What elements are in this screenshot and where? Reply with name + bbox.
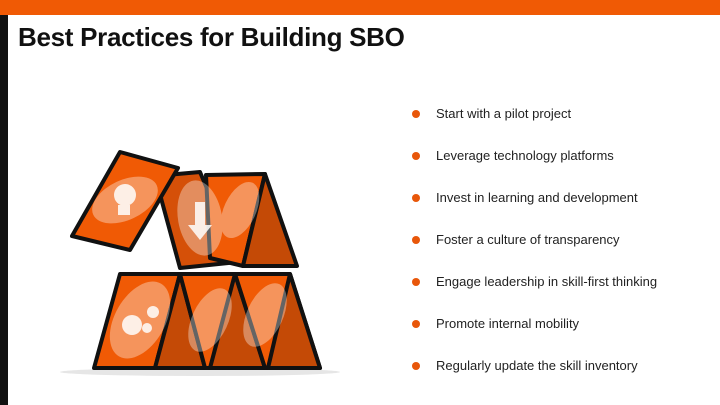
list-item: Foster a culture of transparency [408, 232, 657, 274]
bullet-icon [412, 236, 420, 244]
list-item: Start with a pilot project [408, 106, 657, 148]
bullet-icon [412, 362, 420, 370]
list-item: Invest in learning and development [408, 190, 657, 232]
left-accent-bar [0, 15, 8, 405]
list-item-text: Foster a culture of transparency [436, 232, 620, 247]
list-item-text: Start with a pilot project [436, 106, 572, 121]
list-item-text: Engage leadership in skill-first thinkin… [436, 274, 658, 289]
bullet-icon [412, 110, 420, 118]
bullet-icon [412, 320, 420, 328]
house-of-cards-icon [60, 150, 340, 376]
bullet-icon [412, 194, 420, 202]
list-item: Promote internal mobility [408, 316, 657, 358]
list-item: Leverage technology platforms [408, 148, 657, 190]
list-item-text: Promote internal mobility [436, 316, 580, 331]
bullet-icon [412, 152, 420, 160]
page-title: Best Practices for Building SBO [18, 22, 405, 52]
best-practices-list: Start with a pilot project Leverage tech… [408, 106, 657, 400]
list-item-text: Regularly update the skill inventory [436, 358, 638, 373]
list-item-text: Leverage technology platforms [436, 148, 614, 163]
list-item: Engage leadership in skill-first thinkin… [408, 274, 657, 316]
bullet-icon [412, 278, 420, 286]
top-accent-bar [0, 0, 720, 15]
list-item: Regularly update the skill inventory [408, 358, 657, 400]
list-item-text: Invest in learning and development [436, 190, 638, 205]
